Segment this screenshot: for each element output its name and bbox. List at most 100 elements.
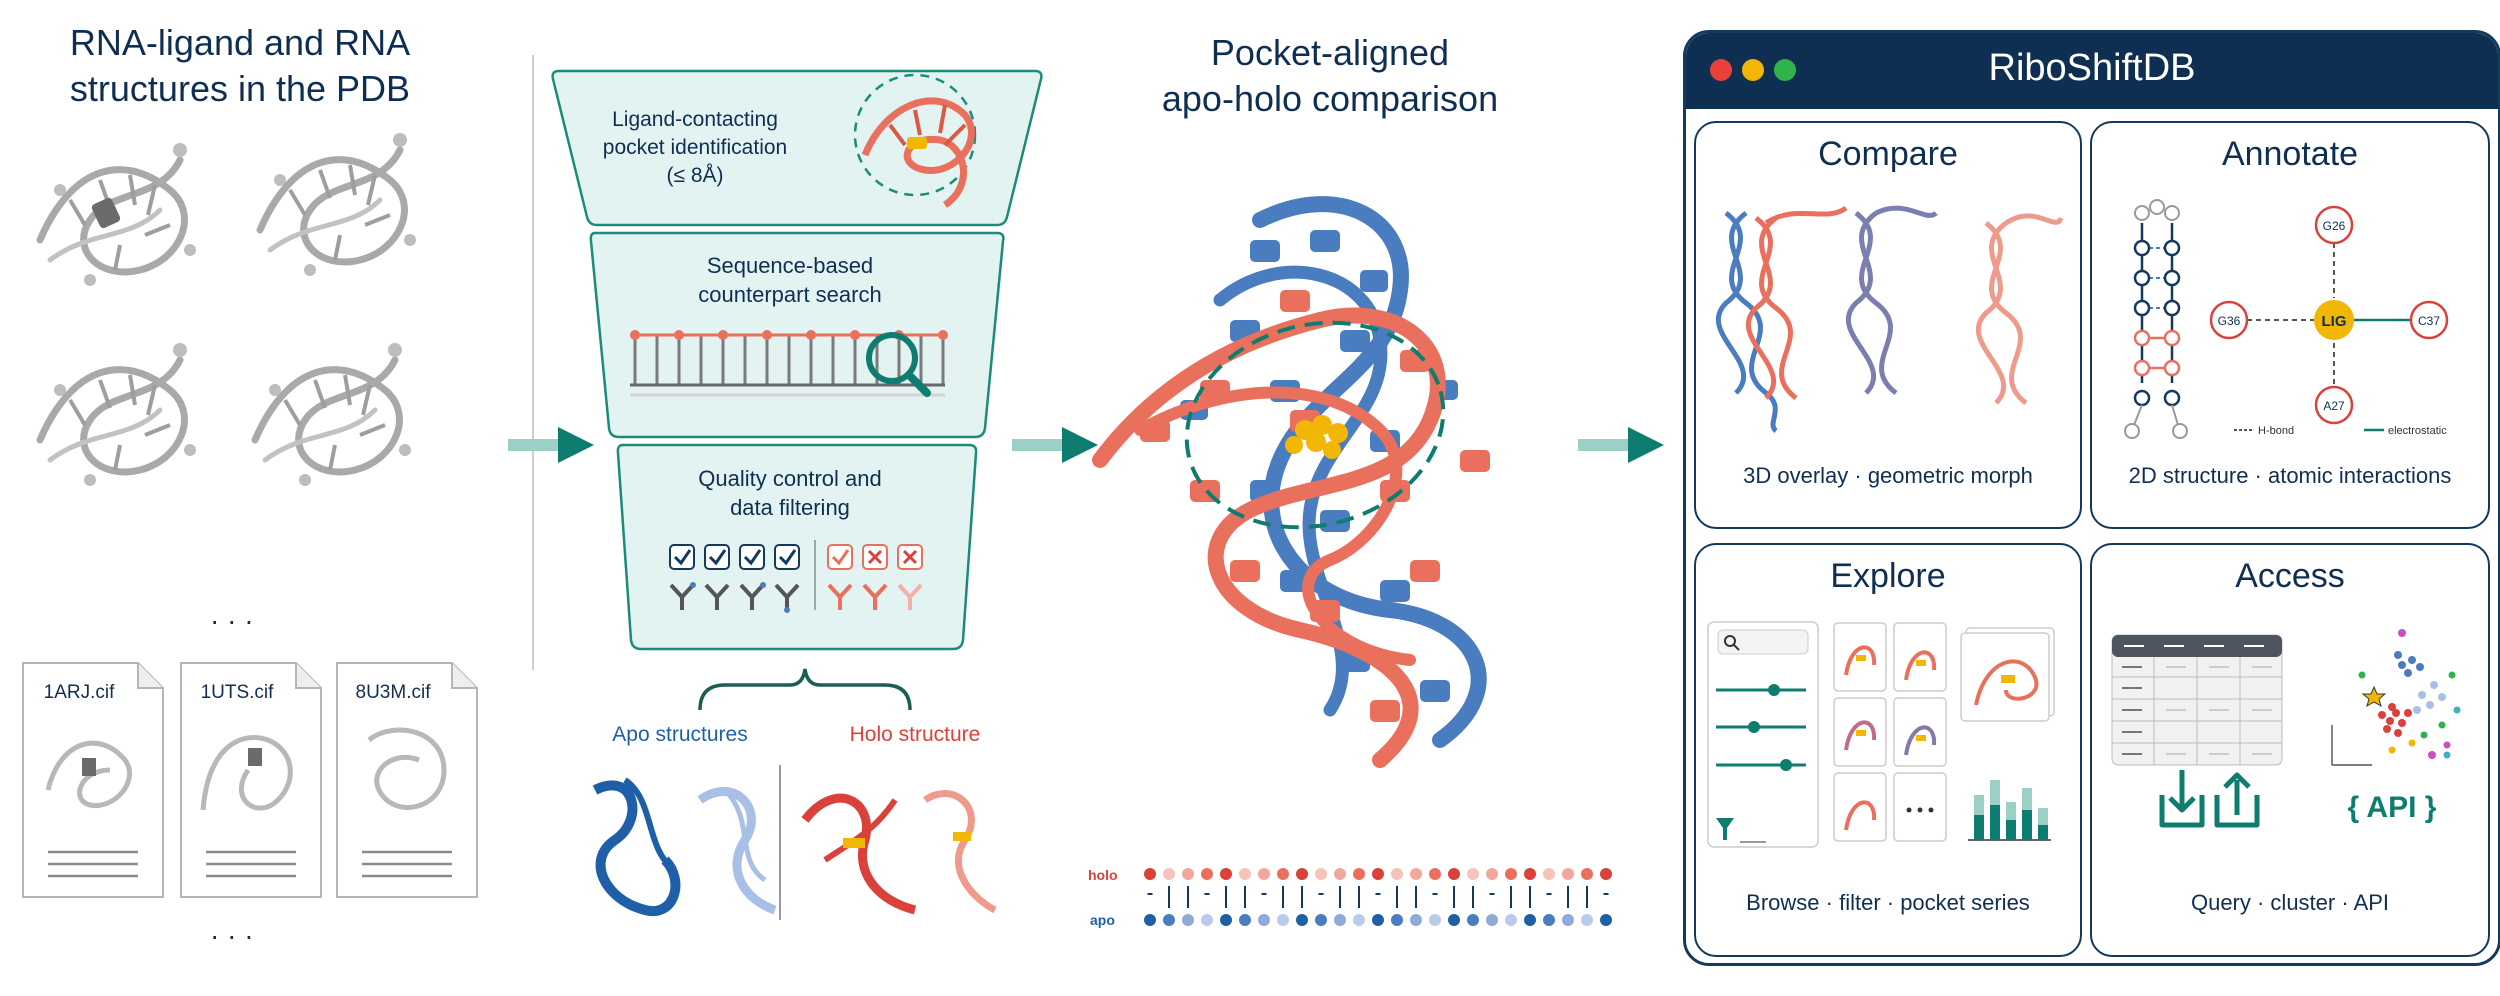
apo-residue-dot <box>1600 914 1612 926</box>
column-divider <box>532 55 534 670</box>
annotate-title: Annotate <box>2221 135 2359 173</box>
compare-title: Compare <box>1818 135 1958 173</box>
riboshiftdb-window: RiboShiftDB Compare 3D overlay · geometr… <box>1683 30 2500 966</box>
apo-residue-dot <box>1581 914 1593 926</box>
step1-line2: pocket identification <box>602 136 788 159</box>
apo-residue-dot <box>1410 914 1422 926</box>
step1-line1: Ligand-contacting <box>612 108 778 131</box>
funnel-step3-text: Quality control and data filtering <box>640 464 940 522</box>
apo-residue-dot <box>1220 914 1232 926</box>
download-icon <box>2159 795 2205 828</box>
api-icon[interactable]: { API } <box>2348 791 2437 824</box>
brace-icon <box>698 668 912 711</box>
flow-arrow-icon <box>1578 427 1664 463</box>
apo-residue-dot <box>1334 914 1346 926</box>
filtering-funnel <box>551 69 1043 651</box>
files-ellipsis-bottom: · · · <box>210 920 254 951</box>
apo-residue-dot <box>1448 914 1460 926</box>
apo-structures-label: Apo structures <box>612 723 748 746</box>
pdb-title-line2: structures in the PDB <box>69 68 411 109</box>
apo-residue-dot <box>1315 914 1327 926</box>
minimize-dot-icon[interactable] <box>1742 59 1764 81</box>
structures-ellipsis-top: · · · <box>210 605 254 636</box>
step3-line1: Quality control and <box>698 466 882 491</box>
pdb-title-line1: RNA-ligand and RNA <box>69 22 411 63</box>
apo-residue-dot <box>1505 914 1517 926</box>
holo-residue-dot <box>1543 868 1555 880</box>
holo-residue-dot <box>1562 868 1574 880</box>
annotate-caption: 2D structure · atomic interactions <box>2128 463 2452 488</box>
residue-label: G36 <box>2218 314 2241 328</box>
step1-line3: (≤ 8Å) <box>666 164 724 187</box>
apo-residue-dot <box>1182 914 1194 926</box>
residue-label: C37 <box>2418 314 2440 328</box>
apo-residue-dot <box>1296 914 1308 926</box>
holo-residue-dot <box>1372 868 1384 880</box>
residue-label: G26 <box>2323 219 2346 233</box>
holo-residue-dot <box>1505 868 1517 880</box>
interaction-diagram: LIG G26 G36 C37 A27 H-bond electrostatic <box>2124 199 2449 439</box>
compare-caption: 3D overlay · geometric morph <box>1743 463 2033 488</box>
legend-hbond: H-bond <box>2258 425 2294 437</box>
helix-overlay-icon <box>1716 205 2064 433</box>
window-title-bar: RiboShiftDB <box>1686 33 2498 109</box>
apo-residue-dot <box>1163 914 1175 926</box>
holo-residue-dot <box>1258 868 1270 880</box>
pdb-column-title: RNA-ligand and RNA structures in the PDB <box>20 20 460 112</box>
apo-residue-dot <box>1524 914 1536 926</box>
apo-residue-dot <box>1391 914 1403 926</box>
holo-structure-label: Holo structure <box>849 723 981 746</box>
cluster-scatter <box>2331 629 2461 766</box>
filter-sidebar <box>1707 621 1819 848</box>
access-illustration: { API } <box>2111 629 2461 828</box>
ligand-label: LIG <box>2322 313 2347 330</box>
residue-label: A27 <box>2323 399 2345 413</box>
holo-residue-dot <box>1486 868 1498 880</box>
explore-ui-illustration <box>1707 621 2055 848</box>
step2-line2: counterpart search <box>698 282 882 307</box>
residue-comparison-track: holo apo <box>1088 867 1612 928</box>
holo-residue-dot <box>1201 868 1213 880</box>
flow-arrow-icon <box>1012 427 1098 463</box>
access-title: Access <box>2235 557 2345 595</box>
funnel-step1-text: Ligand-contacting pocket identification … <box>580 106 810 190</box>
holo-residue-dot <box>1239 868 1251 880</box>
star-icon <box>2361 685 2387 708</box>
apo-residue-dot <box>1258 914 1270 926</box>
holo-residue-dot <box>1410 868 1422 880</box>
apo-residue-dot <box>1372 914 1384 926</box>
filter-icon <box>1716 818 1734 840</box>
pdb-structures-illustration <box>30 130 460 590</box>
cif-file-card[interactable]: 1ARJ.cif <box>20 660 166 898</box>
funnel-step2-text: Sequence-based counterpart search <box>640 251 940 309</box>
cif-file-name: 1UTS.cif <box>200 682 274 703</box>
holo-residue-dot <box>1391 868 1403 880</box>
step3-line2: data filtering <box>730 495 850 520</box>
magnifier-icon <box>866 332 918 384</box>
apo-residue-dot <box>1144 914 1156 926</box>
cif-file-name: 1ARJ.cif <box>43 682 115 703</box>
access-panel[interactable]: Access <box>2090 543 2490 957</box>
holo-residue-dot <box>1429 868 1441 880</box>
holo-residue-dot <box>1296 868 1308 880</box>
holo-residue-dot <box>1334 868 1346 880</box>
annotate-panel[interactable]: Annotate LIG <box>2090 121 2490 529</box>
cif-file-card[interactable]: 1UTS.cif <box>178 660 324 898</box>
comparison-title-line2: apo-holo comparison <box>1161 78 1499 119</box>
compare-panel[interactable]: Compare 3D overlay · geometric morph <box>1694 121 2082 529</box>
apo-residue-dot <box>1562 914 1574 926</box>
close-dot-icon[interactable] <box>1710 59 1732 81</box>
access-caption: Query · cluster · API <box>2190 890 2390 915</box>
maximize-dot-icon[interactable] <box>1774 59 1796 81</box>
cif-file-card[interactable]: 8U3M.cif <box>334 660 480 898</box>
holo-residue-dot <box>1182 868 1194 880</box>
holo-residue-dot <box>1353 868 1365 880</box>
legend-electrostatic: electrostatic <box>2388 425 2447 437</box>
explore-panel[interactable]: Explore <box>1694 543 2082 957</box>
holo-residue-dot <box>1600 868 1612 880</box>
holo-residue-dot <box>1581 868 1593 880</box>
explore-caption: Browse · filter · pocket series <box>1746 890 2030 915</box>
holo-residue-dot <box>1277 868 1289 880</box>
ligand-node <box>2314 300 2354 340</box>
upload-icon <box>2214 795 2260 828</box>
